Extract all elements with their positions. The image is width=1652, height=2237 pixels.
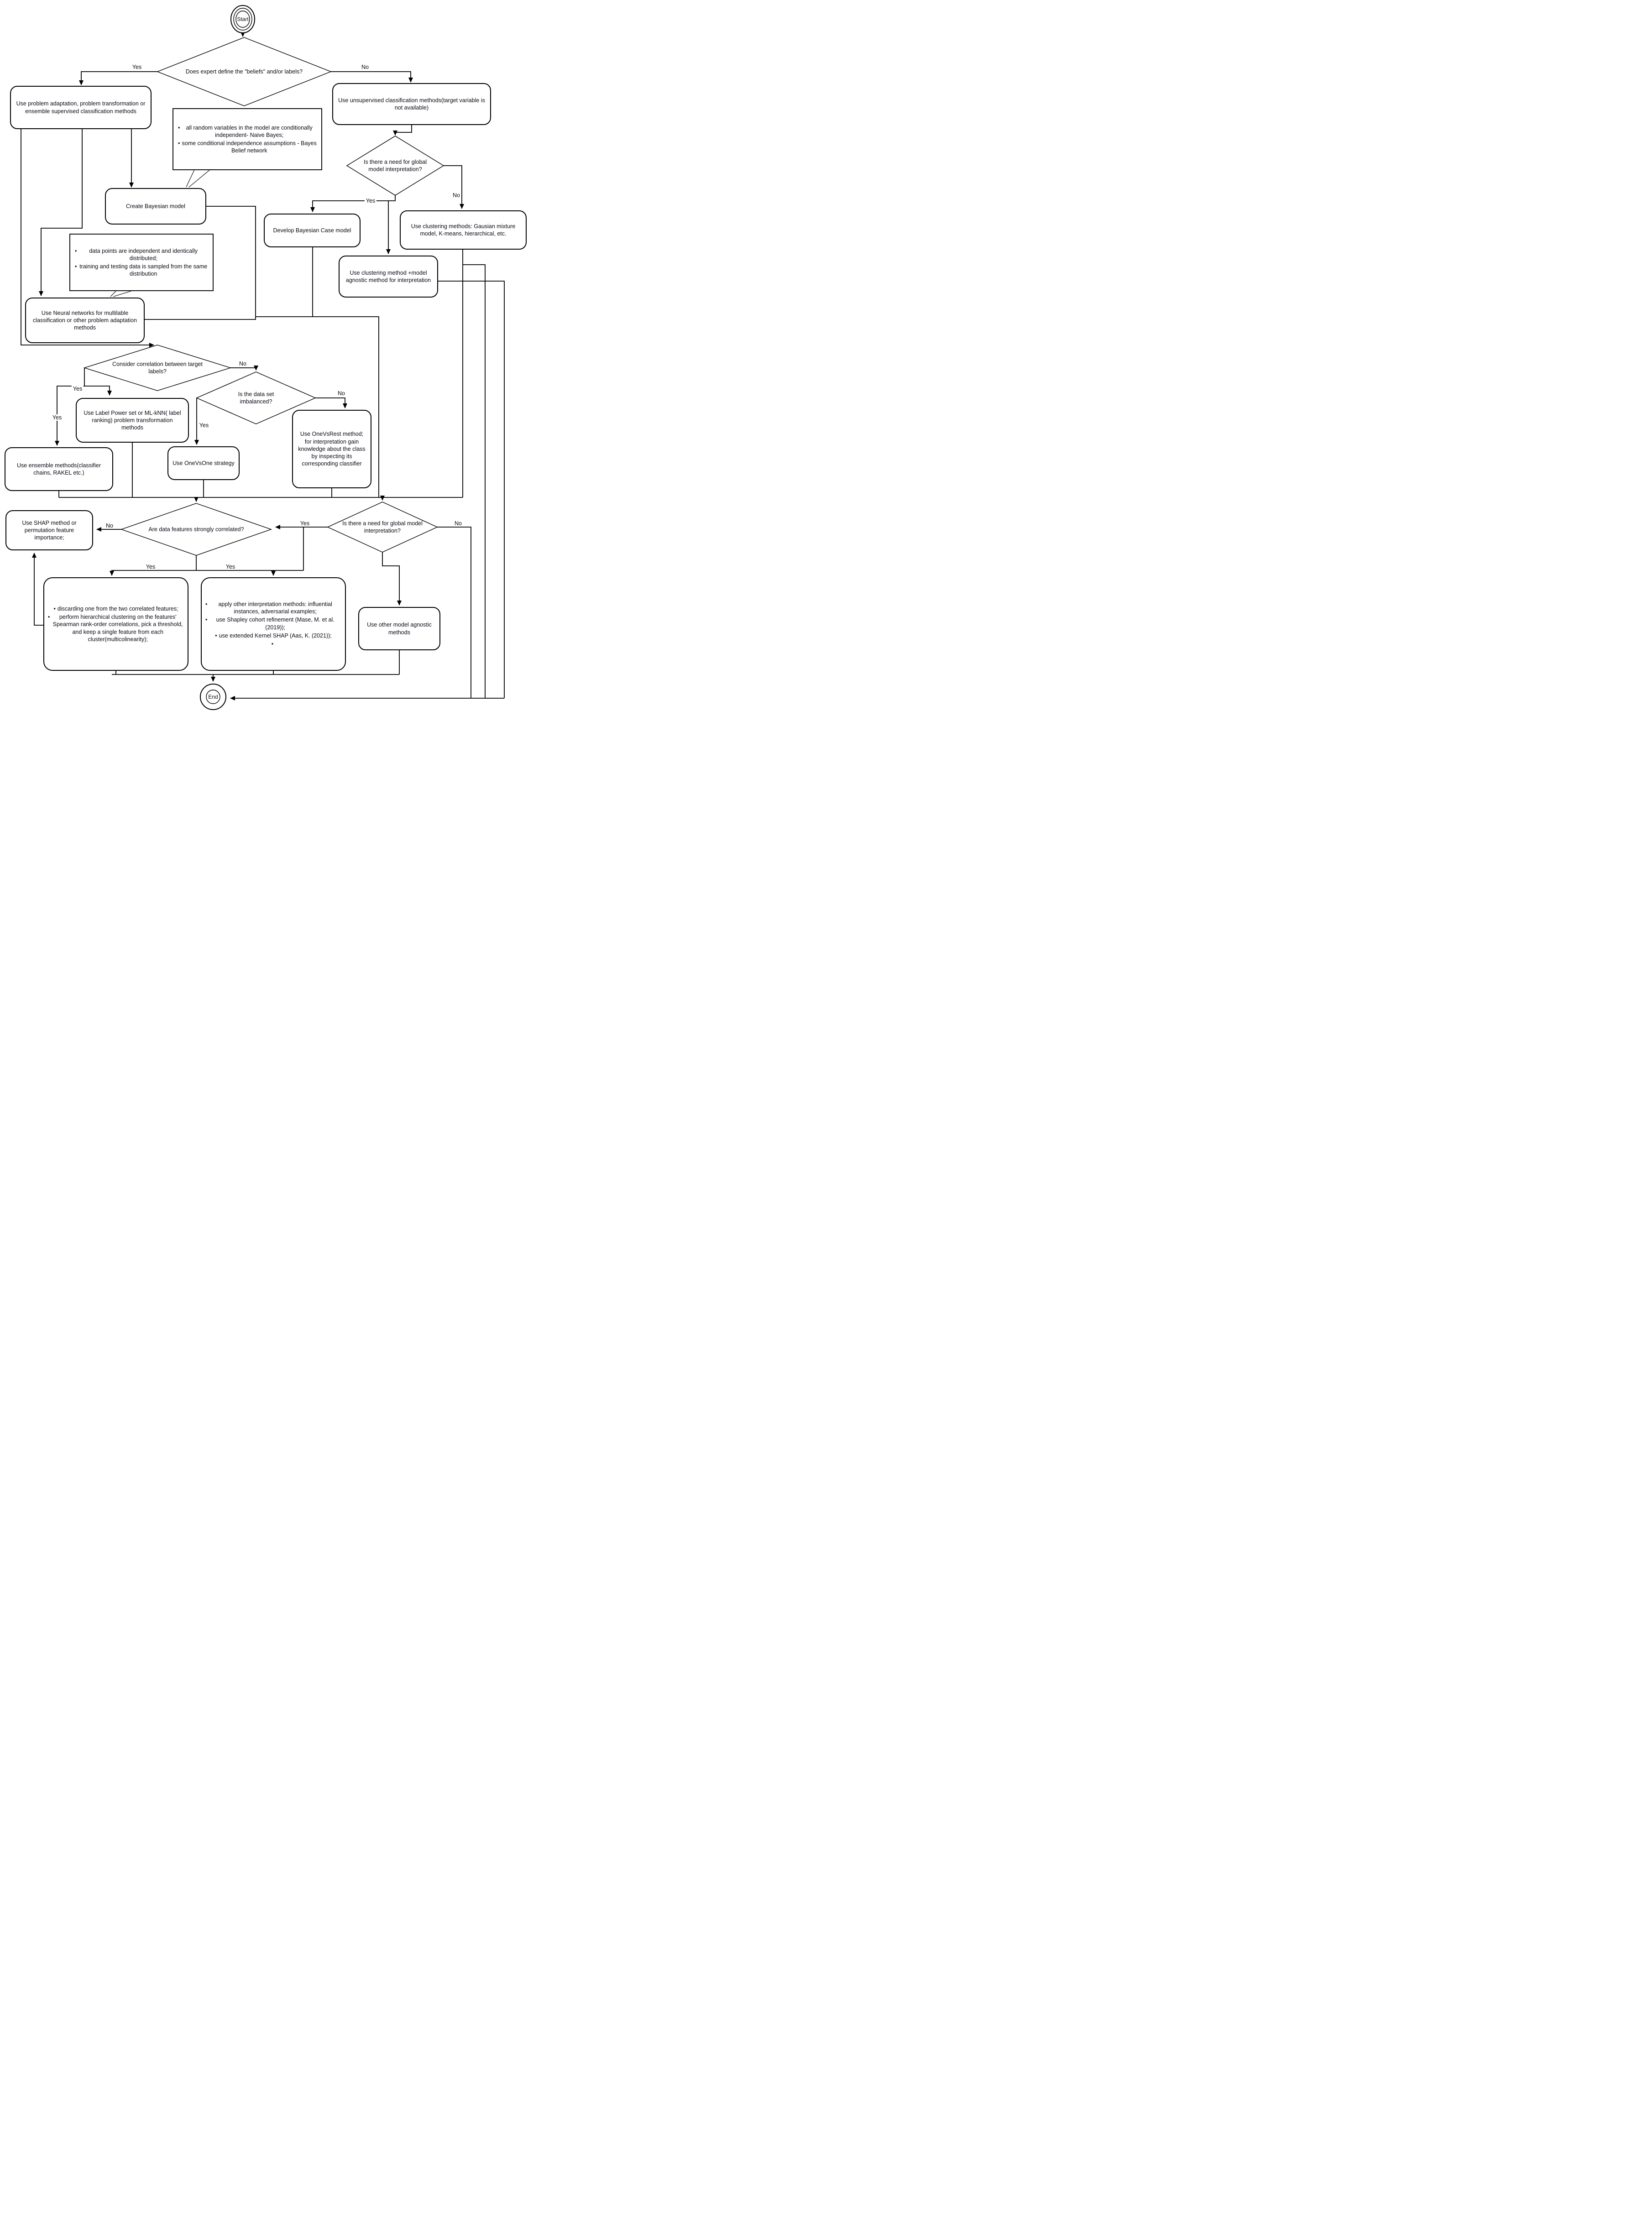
start-node: Start	[237, 16, 249, 22]
flowchart-canvas: Start End Does expert define the "belief…	[0, 0, 529, 716]
edge-label-yes-7: Yes	[144, 564, 157, 570]
bullet-item: •use extended Kernel SHAP (Aas, K. (2021…	[215, 632, 332, 639]
process-shap-permutation: Use SHAP method or permutation feature i…	[5, 510, 93, 550]
edge-label-yes-4: Yes	[51, 414, 63, 421]
bullet-item: •	[271, 641, 274, 647]
bullet-item: •apply other interpretation methods: inf…	[205, 601, 332, 615]
decision-d4: Is the data set imbalanced?	[238, 391, 274, 405]
decision-d2: Is there a need for global model interpr…	[363, 158, 427, 172]
decision-d3: Consider correlation between target labe…	[112, 361, 203, 375]
bullet-item: •use Shapley cohort refinement (Mase, M.…	[205, 617, 335, 631]
edge-label-yes-2: Yes	[364, 198, 377, 204]
bullet-item: •perform hierarchical clustering on the …	[48, 614, 183, 643]
edge-label-yes-8: Yes	[224, 564, 237, 570]
edge-label-no-4: No	[336, 390, 346, 397]
process-apply-other-interpretation: •apply other interpretation methods: inf…	[201, 577, 346, 671]
edge-label-no-3: No	[238, 361, 248, 367]
process-create-bayesian-model: Create Bayesian model	[105, 188, 206, 225]
edge-label-no-2: No	[451, 192, 461, 199]
callout-tails	[110, 169, 210, 297]
decision-d6-shape	[327, 502, 438, 553]
decision-shapes	[83, 37, 444, 556]
process-use-clustering-methods: Use clustering methods: Gausian mixture …	[400, 210, 527, 250]
edge-label-no-1: No	[360, 64, 370, 70]
decision-d2-shape	[346, 136, 444, 196]
decision-d5: Are data features strongly correlated?	[148, 526, 244, 533]
process-unsupervised-classification: Use unsupervised classification methods(…	[332, 83, 491, 125]
process-other-model-agnostic: Use other model agnostic methods	[358, 607, 440, 650]
end-node: End	[208, 694, 218, 700]
edge-label-yes-1: Yes	[131, 64, 143, 70]
connector-layer	[21, 5, 505, 710]
connectors	[21, 32, 505, 700]
edge-label-yes-3: Yes	[71, 386, 84, 392]
decision-d1-shape	[157, 37, 332, 106]
edge-label-yes-6: Yes	[298, 520, 311, 527]
edge-label-no-6: No	[453, 520, 463, 527]
terminator-shapes	[200, 5, 255, 710]
iid-assumption-items: •data points are independent and identic…	[75, 247, 208, 278]
process-ensemble-methods: Use ensemble methods(classifier chains, …	[5, 447, 113, 491]
bullet-item: •training and testing data is sampled fr…	[75, 263, 208, 277]
process-neural-networks: Use Neural networks for multilable class…	[25, 298, 145, 343]
end-inner-circle	[206, 690, 220, 704]
process-onevsrest: Use OneVsRest method; for interpretation…	[292, 410, 371, 488]
bayes-assumption-items: •all random variables in the model are c…	[178, 124, 317, 155]
callout-bayes-assumptions: •all random variables in the model are c…	[173, 108, 322, 170]
process-label-power-set: Use Label Power set or ML-kNN( label ran…	[76, 398, 189, 443]
discard-feature-steps: •discarding one from the two correlated …	[48, 605, 184, 643]
process-discard-correlated-features: •discarding one from the two correlated …	[43, 577, 188, 671]
bullet-item: •discarding one from the two correlated …	[53, 605, 178, 612]
start-inner-circle	[235, 10, 250, 28]
callout-iid-assumptions: •data points are independent and identic…	[69, 234, 214, 291]
process-develop-bayesian-case-model: Develop Bayesian Case model	[264, 214, 361, 247]
decision-d3-shape	[83, 345, 232, 391]
process-problem-adaptation: Use problem adaptation, problem transfor…	[10, 86, 152, 129]
decision-d1: Does expert define the "beliefs" and/or …	[185, 68, 303, 75]
decision-d4-shape	[196, 371, 316, 424]
decision-d5-shape	[120, 503, 272, 556]
bullet-item: •data points are independent and identic…	[75, 247, 198, 261]
process-clustering-plus-agnostic: Use clustering method +model agnostic me…	[339, 256, 438, 298]
bullet-item: •all random variables in the model are c…	[178, 124, 313, 138]
edge-label-yes-5: Yes	[198, 422, 210, 429]
other-interpretation-steps: •apply other interpretation methods: inf…	[205, 601, 341, 648]
process-onevsone: Use OneVsOne strategy	[167, 446, 240, 480]
edge-label-no-5: No	[105, 523, 115, 529]
bullet-item: •some conditional independence assumptio…	[178, 140, 317, 154]
decision-d6: Is there a need for global model interpr…	[342, 520, 423, 534]
